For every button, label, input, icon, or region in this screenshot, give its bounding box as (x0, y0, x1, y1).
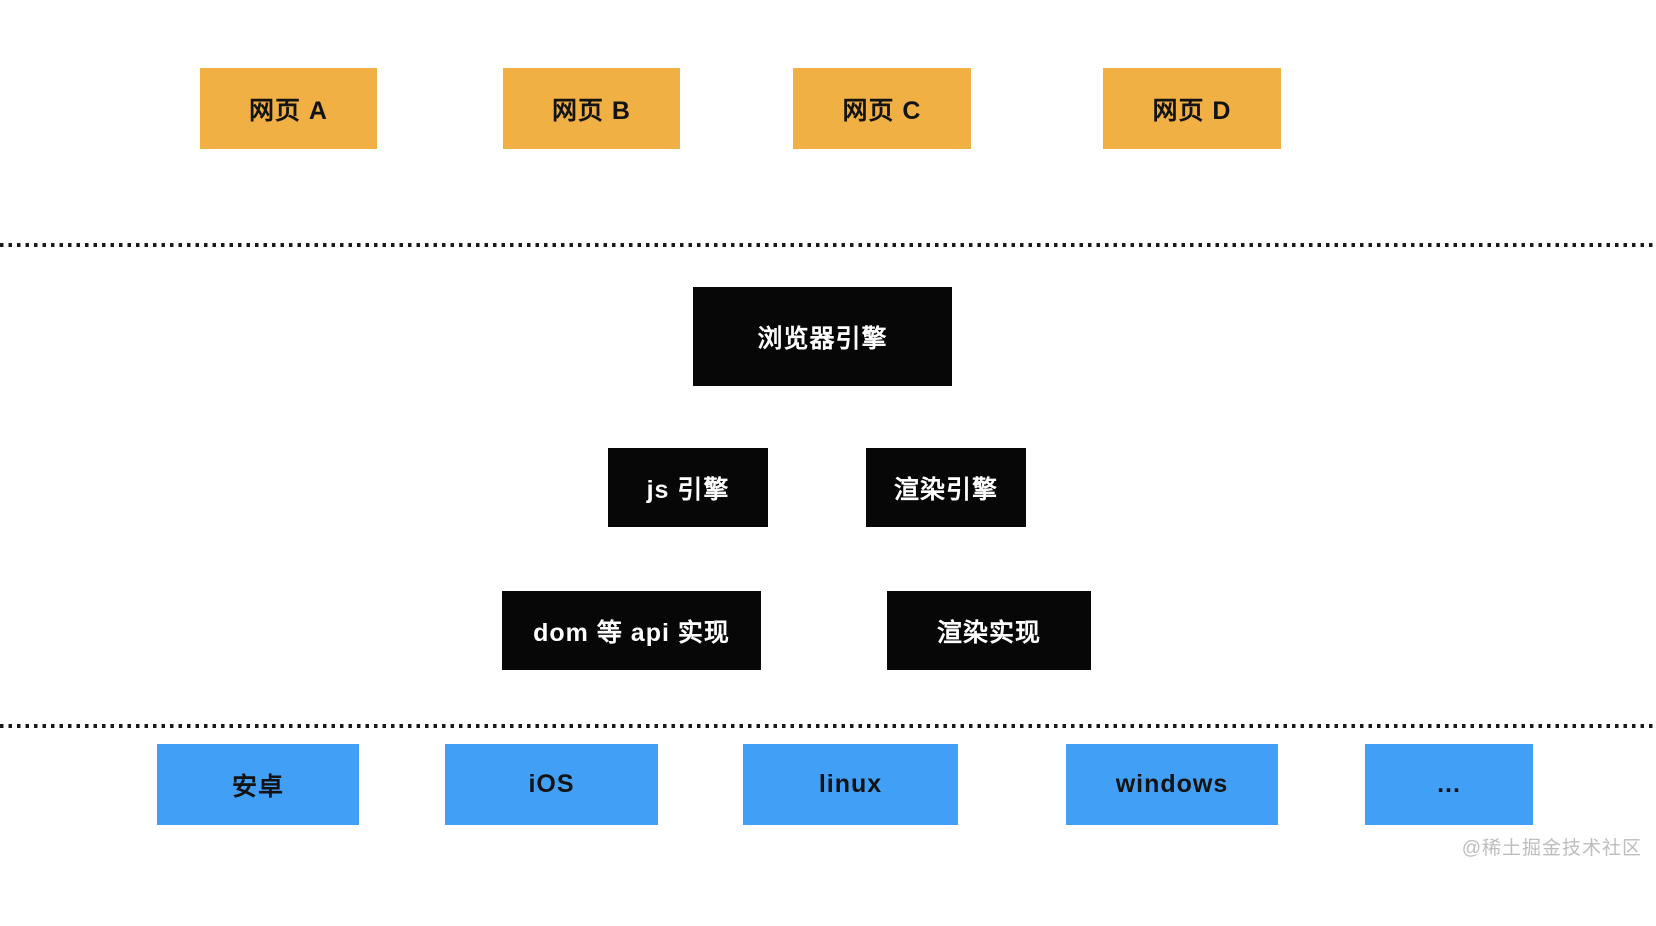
platform-more-box: ... (1365, 744, 1533, 825)
platform-linux-label: linux (818, 770, 883, 798)
js-engine-box: js 引擎 (608, 448, 768, 527)
platform-ios-label: iOS (528, 770, 575, 798)
divider-top (0, 243, 1656, 247)
platform-more-label: ... (1437, 770, 1461, 798)
render-engine-box: 渲染引擎 (866, 448, 1026, 527)
render-impl-label: 渲染实现 (936, 618, 1041, 647)
webpage-c-label: 网页 C (842, 96, 922, 125)
platform-windows-box: windows (1066, 744, 1278, 825)
browser-engine-label: 浏览器引擎 (757, 324, 888, 353)
divider-bottom (0, 724, 1656, 728)
webpage-c-box: 网页 C (793, 68, 971, 149)
platform-ios-box: iOS (445, 744, 658, 825)
webpage-b-box: 网页 B (503, 68, 680, 149)
dom-api-impl-label: dom 等 api 实现 (533, 618, 730, 647)
watermark: @稀土掘金技术社区 (1461, 838, 1642, 859)
platform-android-box: 安卓 (157, 744, 359, 825)
webpage-a-box: 网页 A (200, 68, 377, 149)
platform-android-label: 安卓 (231, 772, 284, 801)
dom-api-impl-box: dom 等 api 实现 (502, 591, 761, 670)
webpage-b-label: 网页 B (551, 96, 631, 125)
webpage-d-box: 网页 D (1103, 68, 1281, 149)
render-engine-label: 渲染引擎 (893, 475, 998, 504)
webpage-a-label: 网页 A (248, 96, 328, 125)
js-engine-label: js 引擎 (646, 475, 730, 504)
render-impl-box: 渲染实现 (887, 591, 1091, 670)
platform-linux-box: linux (743, 744, 958, 825)
browser-engine-box: 浏览器引擎 (693, 287, 952, 386)
platform-windows-label: windows (1115, 770, 1229, 798)
webpage-d-label: 网页 D (1152, 96, 1232, 125)
